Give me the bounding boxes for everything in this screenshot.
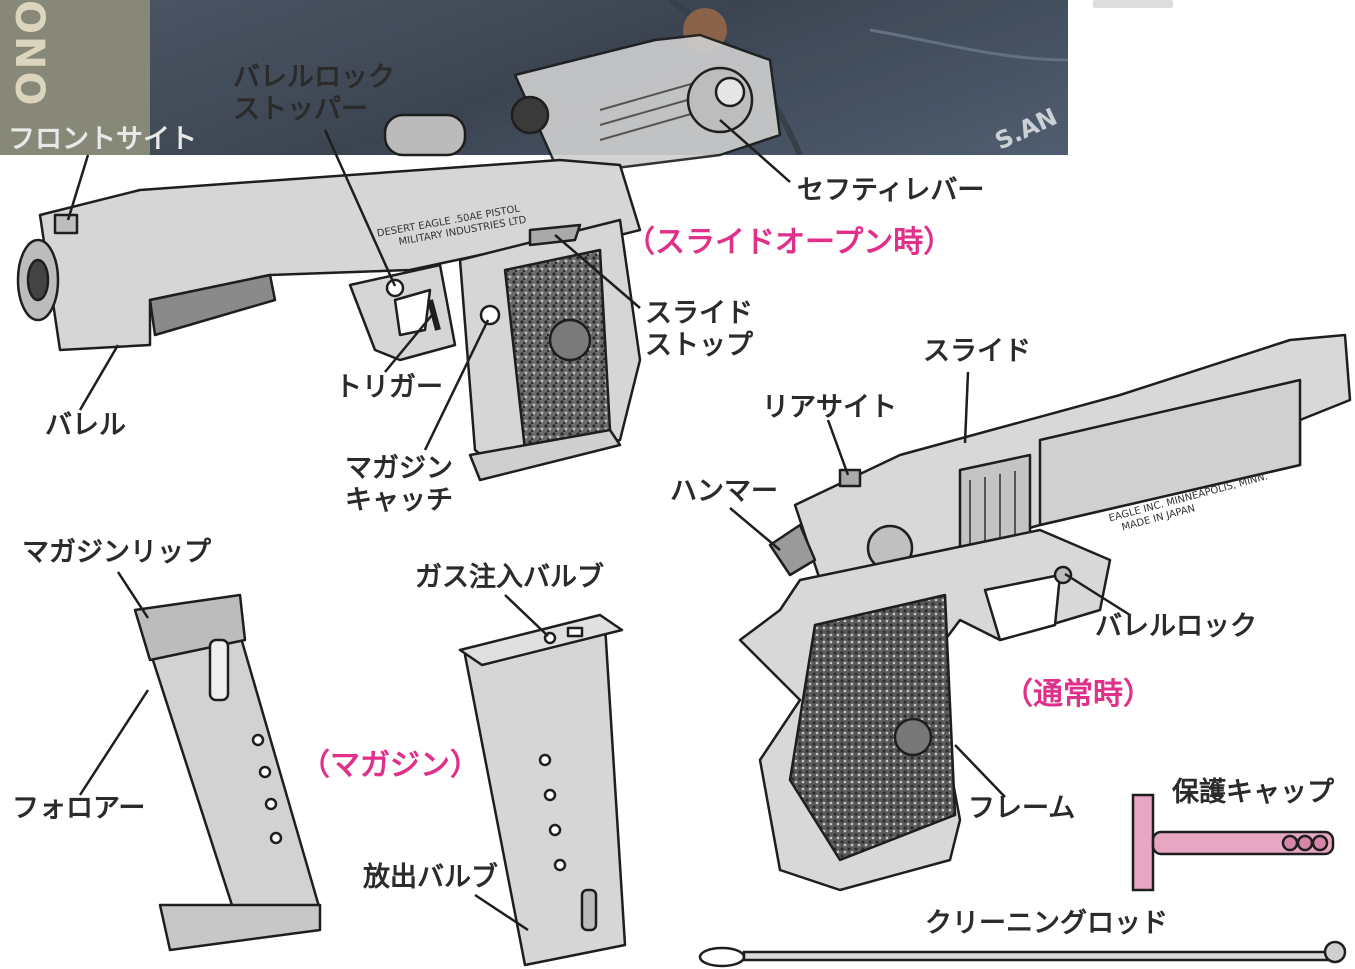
trigger-guard-hole	[393, 288, 432, 337]
magazine-right	[458, 613, 627, 967]
line-safety-lever	[719, 119, 791, 183]
line-magazine-lip	[116, 571, 150, 619]
label-magazine-catch-line1: マガジン	[345, 453, 453, 484]
line-hammer	[729, 507, 781, 551]
magazine-top-slot	[566, 626, 584, 638]
safety-lever-hub	[714, 76, 746, 108]
label-protection-cap: 保護キャップ	[1172, 777, 1334, 808]
line-front-sight	[66, 154, 90, 221]
label-slide-stop-line1: スライド	[645, 298, 753, 329]
grip-panel-normal	[788, 593, 957, 862]
label-barrel-lock-stopper-line1: バレルロック	[233, 62, 395, 93]
magazine-catch-part	[479, 304, 501, 326]
label-safety-lever: セフティレバー	[797, 175, 985, 206]
label-front-sight: フロントサイト	[8, 124, 197, 155]
rod-tip	[1323, 940, 1347, 964]
line-release-valve	[474, 893, 529, 932]
recoil-guide	[510, 95, 550, 135]
label-barrel-lock-stopper-line2: ストッパー	[233, 93, 368, 125]
line-trigger	[384, 314, 433, 373]
label-magazine-catch-line2: キャッチ	[345, 484, 453, 516]
label-follower: フォロアー	[12, 793, 146, 824]
line-barrel	[78, 344, 120, 411]
leader-lines	[66, 119, 1131, 932]
line-barrel-lock	[1064, 572, 1131, 617]
line-slide-stop	[554, 234, 641, 309]
cleaning-rod	[698, 940, 1347, 968]
caption-magazine: （マガジン）	[300, 748, 480, 783]
label-trigger: トリガー	[335, 372, 443, 403]
rod-shaft	[742, 950, 1332, 962]
release-valve-part	[580, 888, 598, 932]
photo-left-panel: ONO	[0, 0, 150, 155]
line-frame	[954, 744, 1006, 798]
magazine-window-left	[208, 638, 230, 702]
mag-base	[468, 428, 622, 482]
cap-disc	[1131, 793, 1155, 892]
label-slide-stop-line2: ストップ	[645, 329, 753, 361]
serration-lines	[969, 471, 1016, 550]
banner-side-text: ONO	[6, 0, 52, 108]
label-slide-stop: スライド ストップ	[645, 298, 753, 362]
muzzle-bore	[26, 258, 50, 302]
label-barrel-lock-stopper: バレルロック ストッパー	[233, 62, 395, 126]
line-rear-sight	[826, 419, 850, 476]
rear-sight-part	[838, 468, 862, 488]
grip-screw-normal	[893, 717, 933, 757]
label-gas-inlet-valve: ガス注入バルブ	[415, 562, 604, 593]
barrel-chamber	[383, 113, 467, 157]
rod-loop	[698, 946, 746, 968]
trigger-guard-normal	[983, 573, 1062, 642]
label-release-valve: 放出バルブ	[363, 862, 498, 893]
magazine-left	[133, 593, 322, 952]
barrel-normal	[1038, 378, 1302, 527]
label-slide: スライド	[923, 336, 1031, 367]
magazine-base-left	[158, 903, 322, 952]
caption-normal: （通常時）	[1003, 677, 1153, 712]
line-follower	[78, 689, 150, 796]
line-magazine-catch	[423, 319, 490, 451]
pistol-slide-open: DESERT EAGLE .50AE PISTOL MILITARY INDUS…	[16, 33, 782, 482]
grip-screw	[548, 318, 592, 362]
label-rear-sight: リアサイト	[762, 392, 897, 423]
barrel-side	[148, 273, 277, 337]
line-gas-valve	[504, 594, 549, 637]
barrel-lock-part	[1053, 565, 1073, 585]
label-barrel: バレル	[45, 410, 126, 441]
label-frame: フレーム	[968, 793, 1076, 824]
label-cleaning-rod: クリーニングロッド	[925, 908, 1168, 939]
caption-slide-open: （スライドオープン時）	[625, 225, 954, 260]
label-magazine-catch: マガジン キャッチ	[345, 453, 453, 517]
hammer-part	[768, 523, 817, 577]
label-magazine-lip: マガジンリップ	[22, 537, 211, 568]
label-barrel-lock: バレルロック	[1095, 611, 1257, 642]
trigger-part	[427, 299, 441, 331]
barrel-lock-stopper-part	[385, 278, 405, 298]
label-hammer: ハンマー	[670, 476, 778, 507]
line-slide	[963, 371, 970, 444]
protection-cap	[1131, 793, 1335, 892]
line-barrel-lock-stopper	[323, 129, 397, 287]
front-sight-part	[53, 213, 79, 235]
corner-mark	[1093, 0, 1173, 8]
